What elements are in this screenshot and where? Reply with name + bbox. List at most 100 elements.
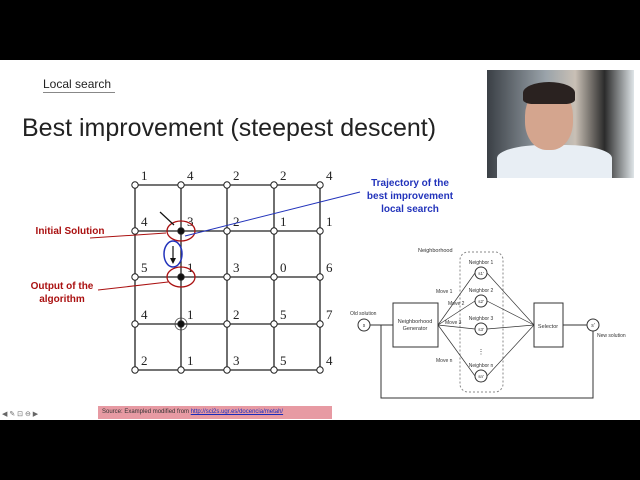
grid-node xyxy=(177,366,185,374)
generator-label-2: Generator xyxy=(403,326,428,332)
selector-edge xyxy=(486,324,535,377)
grid-node xyxy=(223,181,231,189)
neighbor-label: Neighbor n xyxy=(469,363,494,369)
s-prime-label: s' xyxy=(591,323,595,329)
move-ellipse xyxy=(163,240,183,268)
selector-edge xyxy=(486,324,535,330)
grid-value: 1 xyxy=(280,214,287,229)
grid-node xyxy=(270,320,278,328)
source-link[interactable]: http://sci2s.ugr.es/docencia/metah/ xyxy=(190,409,284,415)
neighbor-node-label: s3' xyxy=(478,327,484,332)
webcam-video xyxy=(487,70,634,178)
source-prefix: Source: Exampled modified from xyxy=(102,409,191,415)
grid-value: 3 xyxy=(187,214,194,229)
grid-value: 5 xyxy=(141,260,148,275)
move-label: Move 3 xyxy=(445,320,462,326)
old-solution-label: Old solution xyxy=(350,311,377,317)
output-ellipse xyxy=(166,266,196,288)
presenter-body xyxy=(497,145,612,178)
section-title: Local search xyxy=(43,77,112,91)
neighbor-ellipsis: ⋮ xyxy=(478,349,485,356)
grid-value: 6 xyxy=(326,260,333,275)
output-pointer-line xyxy=(97,281,169,291)
grid-value: 0 xyxy=(280,260,287,275)
grid-node xyxy=(316,366,324,374)
grid-node xyxy=(223,320,231,328)
grid-value: 4 xyxy=(326,353,333,368)
move-edge xyxy=(437,272,476,326)
grid-node xyxy=(316,273,324,281)
move-edge xyxy=(437,324,476,330)
slide: Local search Best improvement (steepest … xyxy=(0,60,640,420)
move-label: Move 2 xyxy=(448,301,465,307)
grid-value: 4 xyxy=(326,168,333,183)
new-solution-label: New solution xyxy=(597,333,626,339)
grid-value: 3 xyxy=(233,353,240,368)
grid-value: 1 xyxy=(187,307,194,322)
neighbor-node-label: s2' xyxy=(478,299,484,304)
grid-value: 4 xyxy=(187,168,194,183)
slide-title: Best improvement (steepest descent) xyxy=(22,114,437,142)
generator-label-1: Neighborhood xyxy=(398,319,433,325)
grid-node xyxy=(270,227,278,235)
output-label: Output of the algorithm xyxy=(30,281,94,305)
grid-value: 5 xyxy=(280,353,287,368)
grid-value: 1 xyxy=(187,260,194,275)
neighbor-node-label: sn' xyxy=(478,374,484,379)
grid-value: 2 xyxy=(233,168,240,183)
move-edge xyxy=(437,300,476,326)
generator-box xyxy=(392,302,439,348)
grid-node xyxy=(223,273,231,281)
grid-node xyxy=(270,181,278,189)
grid-value: 1 xyxy=(141,168,148,183)
selector-label: Selector xyxy=(538,324,558,330)
trajectory-pointer-line xyxy=(184,191,361,237)
grid-node xyxy=(177,273,185,281)
grid-node xyxy=(270,366,278,374)
grid-node xyxy=(131,181,139,189)
grid-node xyxy=(270,273,278,281)
neighbor-node xyxy=(474,369,488,383)
grid-value: 7 xyxy=(326,307,333,322)
grid-value: 3 xyxy=(233,260,240,275)
source-note: Source: Exampled modified from http://sc… xyxy=(98,406,332,419)
neighbor-node xyxy=(474,294,488,308)
pointer-arrow-icon xyxy=(159,211,175,226)
move-label: Move n xyxy=(436,358,453,364)
section-underline xyxy=(43,92,115,93)
grid-value: 1 xyxy=(326,214,333,229)
grid-value: 4 xyxy=(141,214,148,229)
grid-node xyxy=(131,366,139,374)
grid-node xyxy=(131,320,139,328)
grid-node xyxy=(223,227,231,235)
selector-edge xyxy=(486,300,535,326)
grid-node xyxy=(177,320,185,328)
trajectory-label: Trajectory of the best improvement local… xyxy=(366,178,454,215)
grid-value: 4 xyxy=(141,307,148,322)
move-edge xyxy=(437,324,476,377)
presenter-hair xyxy=(523,82,575,104)
grid-value: 2 xyxy=(141,353,148,368)
grid-node xyxy=(131,227,139,235)
arrow-head xyxy=(170,258,176,264)
grid-node xyxy=(177,227,185,235)
neighbor-node-label: s1' xyxy=(478,271,484,276)
neighborhood-label: Neighborhood xyxy=(418,248,453,254)
move-label: Move 1 xyxy=(436,289,453,295)
grid-value: 2 xyxy=(280,168,287,183)
s-label: s xyxy=(363,323,366,329)
initial-ellipse xyxy=(166,220,196,242)
grid-node xyxy=(223,366,231,374)
neighbor-label: Neighbor 3 xyxy=(469,316,494,322)
grid-node xyxy=(131,273,139,281)
grid-value: 2 xyxy=(233,307,240,322)
neighbor-label: Neighbor 2 xyxy=(469,288,494,294)
feedback-edge xyxy=(380,325,594,399)
selector-edge xyxy=(486,272,535,326)
grid-value: 2 xyxy=(233,214,240,229)
grid-value: 5 xyxy=(280,307,287,322)
neighbor-node xyxy=(474,266,488,280)
neighbor-node xyxy=(474,322,488,336)
slide-nav-controls[interactable]: ◀ ✎ ⊡ ⊖ ▶ xyxy=(2,411,39,418)
